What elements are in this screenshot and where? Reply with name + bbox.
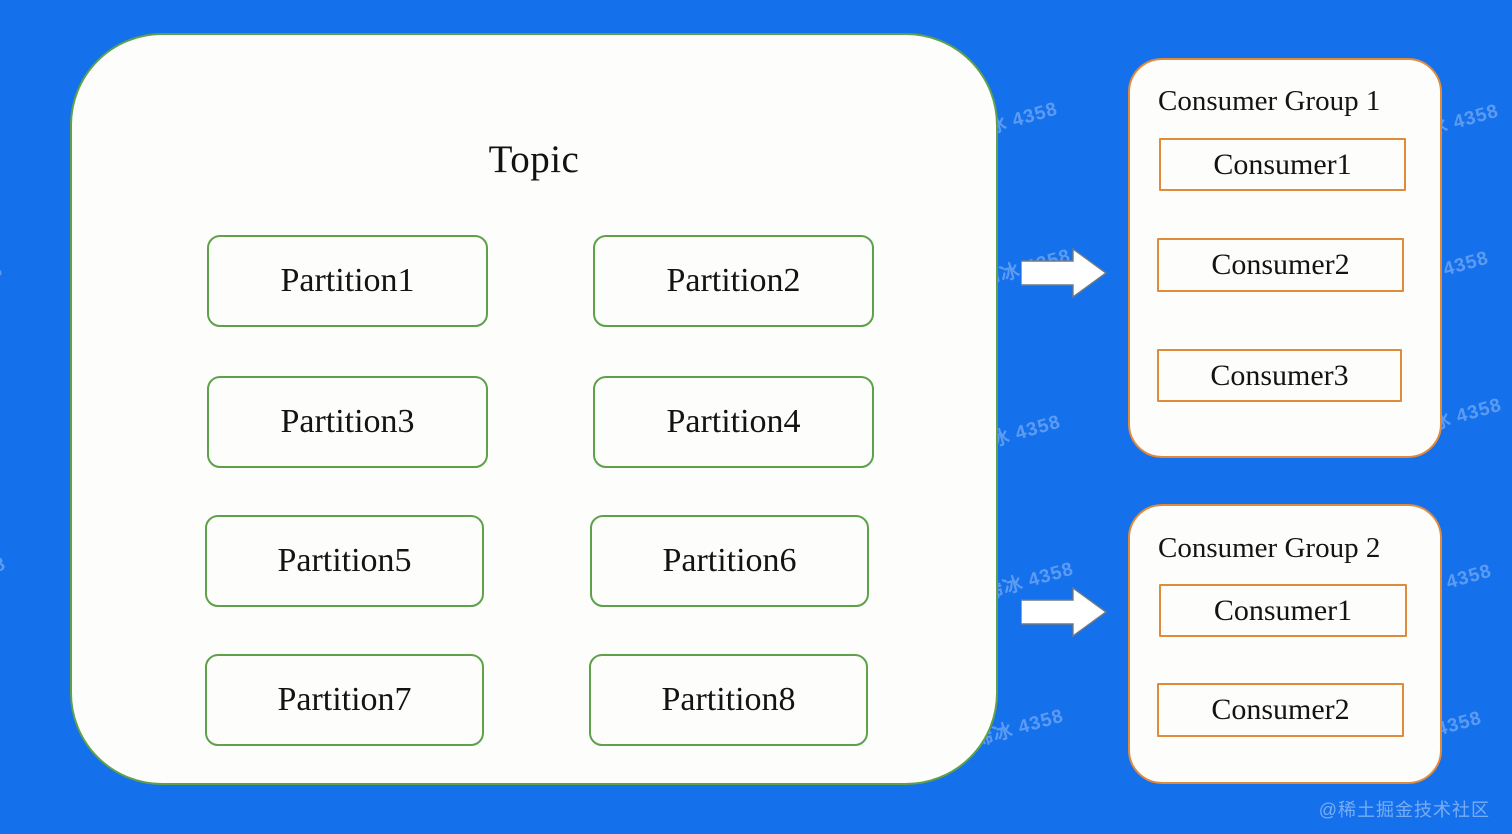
topic-container: Topic Partition1 Partition2 Partition3 P… <box>70 33 998 785</box>
partition-row: Partition1 Partition2 <box>72 235 996 327</box>
partition-box-6[interactable]: Partition6 <box>590 515 869 607</box>
partition-box-7[interactable]: Partition7 <box>205 654 484 746</box>
partition-box-3[interactable]: Partition3 <box>207 376 488 468</box>
consumer-group-1-container: Consumer Group 1 Consumer1 Consumer2 Con… <box>1128 58 1442 458</box>
consumer-group-2-consumer-2[interactable]: Consumer2 <box>1157 683 1404 737</box>
topic-title: Topic <box>488 138 580 181</box>
partition-box-4[interactable]: Partition4 <box>593 376 874 468</box>
consumer-group-1-consumer-3[interactable]: Consumer3 <box>1157 349 1402 402</box>
consumer-group-1-consumer-1[interactable]: Consumer1 <box>1159 138 1406 191</box>
consumer-group-1-title: Consumer Group 1 <box>1158 85 1381 117</box>
arrow-right-icon <box>1021 586 1107 638</box>
attribution-label: @稀土掘金技术社区 <box>1318 800 1490 820</box>
partition-box-5[interactable]: Partition5 <box>205 515 484 607</box>
consumer-group-2-title: Consumer Group 2 <box>1158 532 1381 564</box>
arrow-right-icon <box>1021 247 1107 299</box>
consumer-group-1-consumer-2[interactable]: Consumer2 <box>1157 238 1404 292</box>
consumer-group-2-consumer-1[interactable]: Consumer1 <box>1159 584 1407 637</box>
watermark-text: 稀冰 4358 <box>0 549 8 600</box>
watermark-text: 稀冰 4358 <box>0 255 5 306</box>
consumer-group-2-container: Consumer Group 2 Consumer1 Consumer2 <box>1128 504 1442 784</box>
partition-row: Partition3 Partition4 <box>72 376 996 468</box>
partition-row: Partition5 Partition6 <box>72 515 996 607</box>
partition-box-8[interactable]: Partition8 <box>589 654 868 746</box>
partition-row: Partition7 Partition8 <box>72 654 996 746</box>
partition-grid: Partition1 Partition2 Partition3 Partiti… <box>72 231 996 751</box>
partition-box-2[interactable]: Partition2 <box>593 235 874 327</box>
partition-box-1[interactable]: Partition1 <box>207 235 488 327</box>
